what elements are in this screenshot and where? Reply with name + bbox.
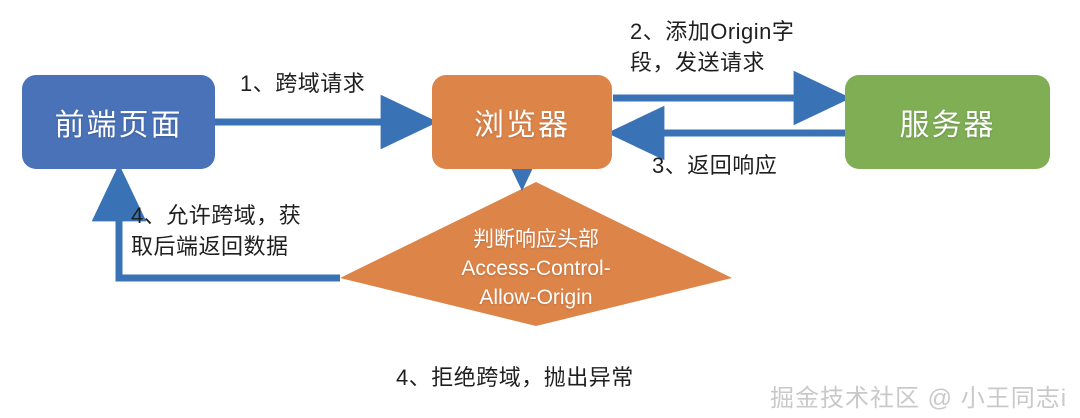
edge-label-step-2: 2、添加Origin字 段，发送请求 [630, 19, 795, 75]
node-frontend-page[interactable]: 前端页面 [22, 75, 215, 169]
decision-diamond [340, 182, 732, 326]
edge-label-step-3: 3、返回响应 [652, 153, 778, 178]
node-browser[interactable]: 浏览器 [432, 75, 612, 169]
watermark: 掘金技术社区 @ 小王同志i [770, 385, 1068, 412]
edge-decision-to-frontend [91, 163, 340, 282]
node-server[interactable]: 服务器 [845, 75, 1050, 169]
edge-label-step-4-allow: 4、允许跨域，获 取后端返回数据 [131, 203, 302, 259]
edge-label-step-1: 1、跨域请求 [240, 71, 366, 96]
edge-label-step-4-deny: 4、拒绝跨域，抛出异常 [396, 365, 634, 390]
